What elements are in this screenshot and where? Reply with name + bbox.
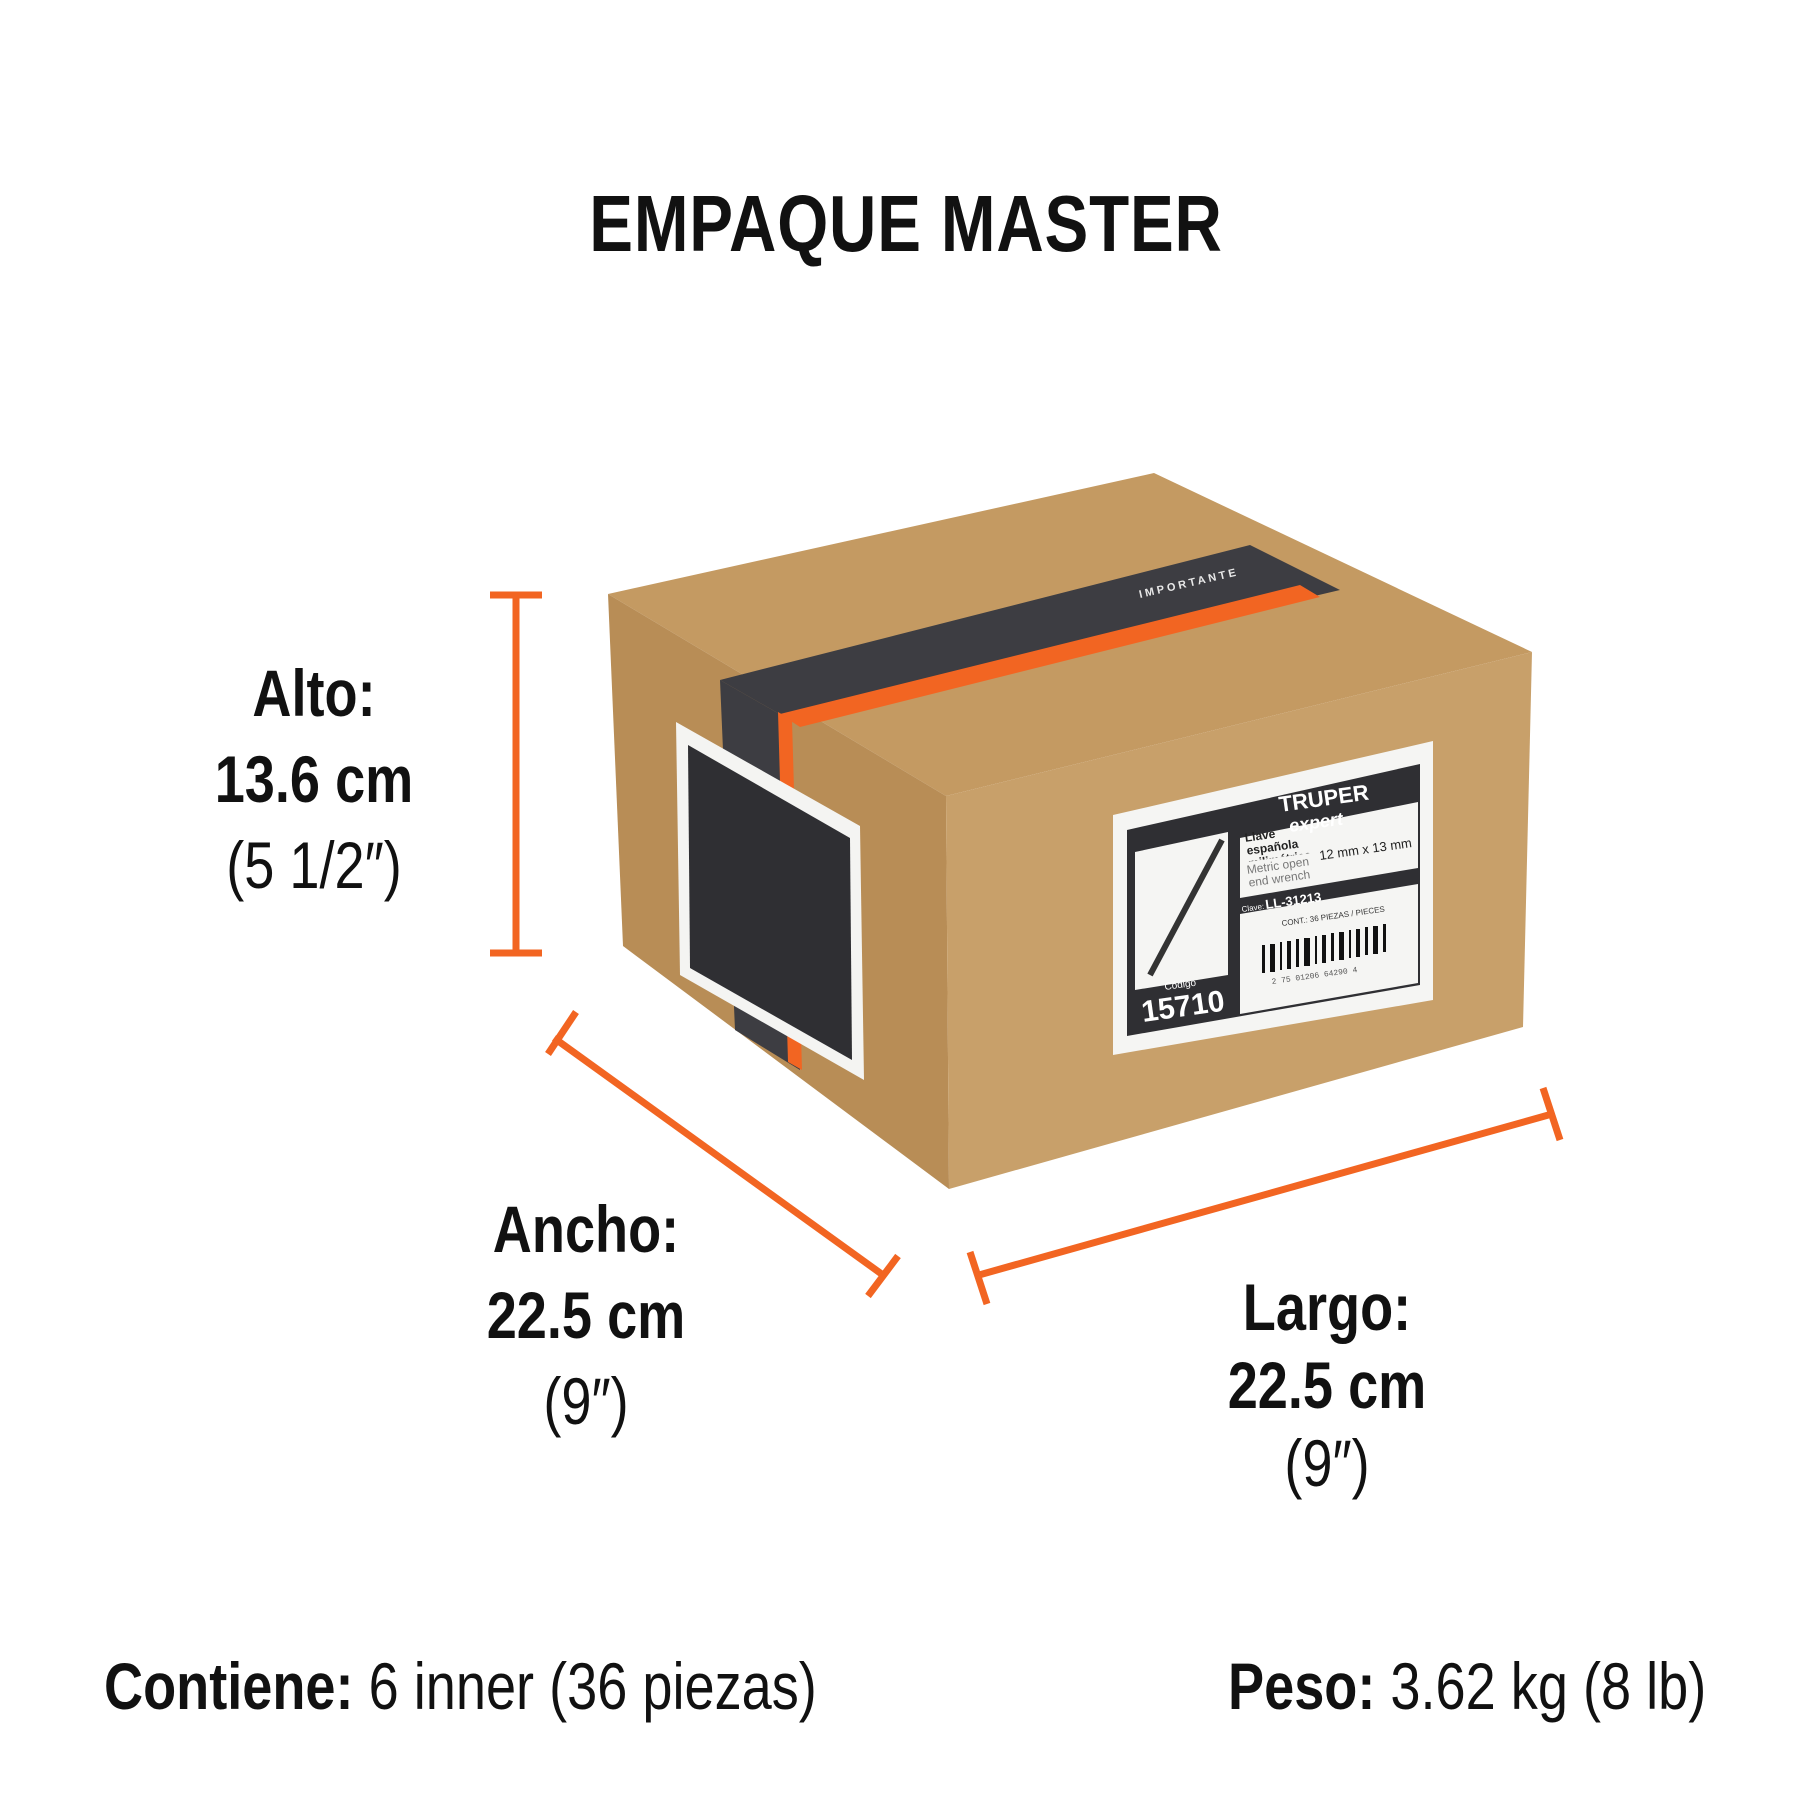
side-label-panel <box>688 745 852 1060</box>
length-label: Largo: <box>1242 1270 1412 1344</box>
height-label: Alto: <box>252 656 376 730</box>
contents-info: Contiene: 6 inner (36 piezas) <box>104 1648 817 1724</box>
height-imperial: (5 1/2″) <box>226 828 402 902</box>
width-label: Ancho: <box>492 1192 680 1266</box>
contents-label: Contiene: <box>104 1649 354 1723</box>
length-metric: 22.5 cm <box>1227 1348 1427 1422</box>
weight-value: 3.62 kg (8 lb) <box>1390 1649 1706 1723</box>
contents-value: 6 inner (36 piezas) <box>368 1649 817 1723</box>
barcode <box>1262 924 1386 973</box>
product-label-info-area <box>1240 802 1418 1014</box>
page-title: EMPAQUE MASTER <box>589 179 1223 268</box>
length-dimension: Largo: 22.5 cm (9″) <box>1228 1268 1427 1502</box>
length-dimension-marker <box>966 1086 1564 1306</box>
height-dimension: Alto: 13.6 cm (5 1/2″) <box>215 650 414 908</box>
weight-label: Peso: <box>1227 1649 1376 1723</box>
width-imperial: (9″) <box>543 1364 629 1438</box>
length-imperial: (9″) <box>1284 1426 1370 1500</box>
height-dimension-marker <box>490 591 542 957</box>
width-dimension: Ancho: 22.5 cm (9″) <box>487 1186 686 1444</box>
label-clave-caption: Clave: <box>1241 902 1265 914</box>
height-metric: 13.6 cm <box>214 742 414 816</box>
wrench-icon <box>1147 838 1225 977</box>
width-metric: 22.5 cm <box>486 1278 686 1352</box>
packing-tape <box>720 545 1340 720</box>
weight-info: Peso: 3.62 kg (8 lb) <box>1228 1648 1706 1724</box>
width-dimension-marker <box>545 1010 901 1299</box>
packing-tape-stripe <box>780 585 1320 727</box>
product-label-clave-band <box>1240 868 1418 914</box>
label-codigo-caption: Código <box>1164 978 1197 993</box>
